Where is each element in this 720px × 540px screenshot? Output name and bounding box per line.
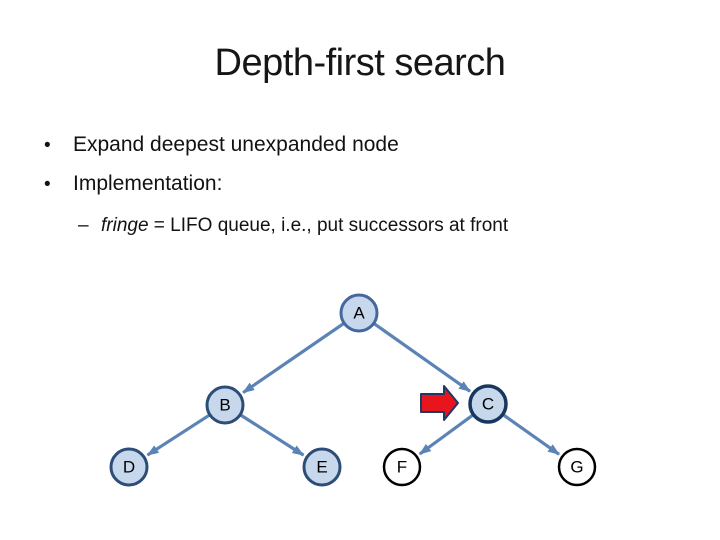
sub-bullet-rest: = LIFO queue, i.e., put successors at fr… xyxy=(148,215,509,236)
red-pointer-arrow-icon xyxy=(420,385,459,421)
tree-node-label-B: B xyxy=(219,396,230,415)
sub-bullet-item-fringe: – fringe = LIFO queue, i.e., put success… xyxy=(78,213,508,239)
tree-node-circle-C xyxy=(468,384,508,424)
tree-edge-B-D xyxy=(146,413,210,457)
bullet-glyph: • xyxy=(44,135,51,156)
tree-node-F: F xyxy=(382,447,422,487)
tree-node-circle-E xyxy=(302,447,342,487)
tree-node-D: D xyxy=(109,447,149,487)
tree-node-circle-A xyxy=(339,293,379,333)
sub-bullet-dash: – xyxy=(78,215,89,236)
tree-node-circle-G xyxy=(557,447,597,487)
tree-node-label-E: E xyxy=(316,458,327,477)
tree-node-C: C xyxy=(468,384,508,424)
slide-title: Depth-first search xyxy=(214,42,506,84)
tree-edge-A-C xyxy=(373,322,471,393)
tree-node-label-G: G xyxy=(570,458,583,477)
tree-node-circle-D xyxy=(109,447,149,487)
tree-edge-B-E xyxy=(240,413,305,457)
tree-node-A: A xyxy=(339,293,379,333)
bullet-text: Implementation: xyxy=(73,172,223,195)
tree-node-label-A: A xyxy=(353,304,365,323)
tree-node-E: E xyxy=(302,447,342,487)
tree-edge-A-B xyxy=(242,322,345,394)
tree-edge-C-G xyxy=(502,413,560,456)
tree-edge-C-F xyxy=(418,413,474,456)
bullet-item-expand: • Expand deepest unexpanded node xyxy=(44,131,399,160)
tree-node-circle-F xyxy=(382,447,422,487)
fringe-term: fringe xyxy=(101,215,149,236)
bullet-text: Expand deepest unexpanded node xyxy=(73,133,399,156)
tree-node-circle-B xyxy=(205,385,245,425)
bullet-item-implementation: • Implementation: xyxy=(44,170,222,199)
sub-bullet-text: fringe = LIFO queue, i.e., put successor… xyxy=(101,213,508,239)
tree-node-G: G xyxy=(557,447,597,487)
tree-node-B: B xyxy=(205,385,245,425)
tree-node-label-D: D xyxy=(123,458,135,477)
tree-node-label-C: C xyxy=(482,395,494,414)
bullet-glyph: • xyxy=(44,174,51,195)
tree-node-label-F: F xyxy=(397,458,407,477)
